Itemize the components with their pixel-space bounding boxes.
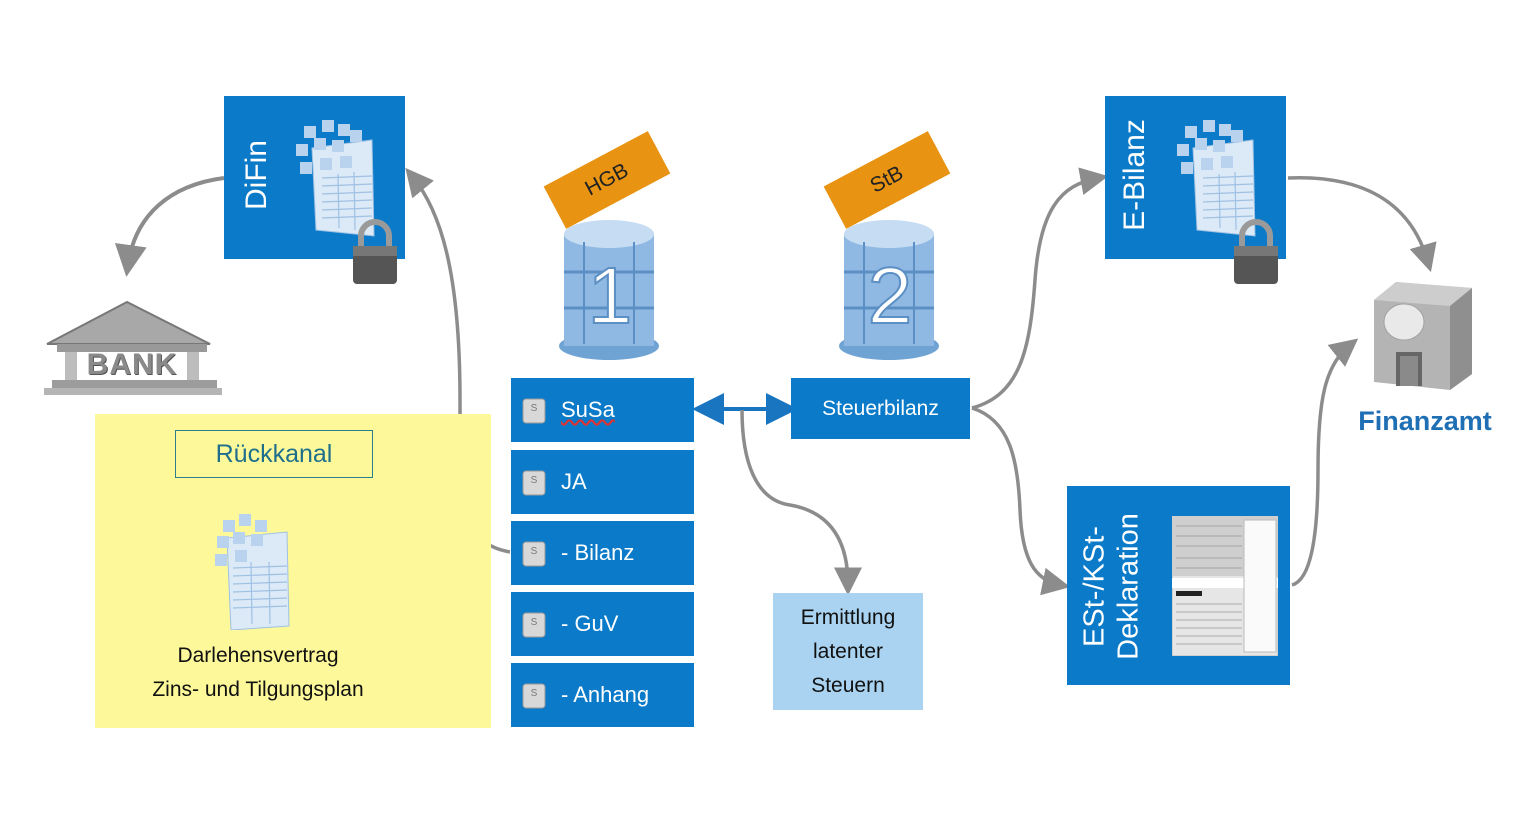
spreadsheet-icon: [296, 120, 375, 237]
svg-text:S: S: [531, 617, 538, 628]
database-icon: [559, 220, 659, 360]
spreadsheet-icon: [1177, 120, 1256, 237]
bank-icon: [44, 300, 224, 395]
hgb-item-susa[interactable]: S SuSa: [511, 378, 694, 442]
finanzamt-label: Finanzamt: [1358, 406, 1492, 436]
arrow-steuerbilanz-to-deklaration: [971, 406, 1071, 596]
latente-line2: latenter: [812, 639, 884, 663]
bank-label: BANK: [86, 348, 178, 381]
latente-line3: Steuern: [811, 673, 885, 697]
tax-office-building-icon: [1374, 282, 1472, 390]
latente-steuern-box[interactable]: Ermittlung latenter Steuern: [773, 593, 923, 710]
difin-label: DiFin: [240, 140, 273, 211]
database-stb: StB 2: [820, 131, 980, 366]
arrow-difin-to-bank: [114, 176, 225, 277]
difin-box[interactable]: DiFin: [224, 96, 405, 284]
s-cube-icon: S: [522, 398, 546, 424]
svg-text:S: S: [531, 475, 538, 486]
hgb-item-label: - GuV: [561, 611, 619, 636]
hgb-tag-label: HGB: [581, 158, 633, 201]
contract-spreadsheet-icon: [215, 514, 290, 630]
database-hgb: HGB 1: [540, 131, 700, 366]
steuerbilanz-label: Steuerbilanz: [822, 396, 939, 420]
s-cube-icon: S: [522, 470, 546, 496]
latente-line1: Ermittlung: [800, 605, 896, 629]
padlock-icon: [353, 219, 397, 284]
finanzamt: Finanzamt: [1350, 278, 1510, 448]
contract-label-line1: Darlehensvertrag: [177, 644, 339, 667]
deklaration-box[interactable]: ESt-/KSt- Deklaration: [1067, 486, 1290, 685]
hgb-item-ja[interactable]: S JA: [511, 450, 694, 514]
hgb-item-label: JA: [561, 469, 587, 494]
contract-label-line2: Zins- und Tilgungsplan: [152, 678, 364, 701]
hgb-item-anhang[interactable]: S - Anhang: [511, 663, 694, 727]
ebilanz-box[interactable]: E-Bilanz: [1105, 96, 1286, 284]
s-cube-icon: S: [522, 541, 546, 567]
ebilanz-label: E-Bilanz: [1118, 119, 1151, 231]
federal-eagle-icon: [1383, 303, 1425, 341]
hgb-item-guv[interactable]: S - GuV: [511, 592, 694, 656]
arrow-steuerbilanz-to-ebilanz: [971, 167, 1109, 410]
arrow-ebilanz-to-finanzamt: [1287, 176, 1437, 273]
hgb-item-label: - Anhang: [561, 682, 650, 707]
hgb-item-label: SuSa: [561, 397, 615, 422]
rueckkanal-title: Rückkanal: [215, 439, 333, 468]
database-number-1: 1: [587, 251, 634, 340]
database-icon: [839, 220, 939, 360]
s-cube-icon: S: [522, 683, 546, 709]
hgb-item-label: - Bilanz: [561, 540, 635, 565]
rueckkanal-title-box: Rückkanal: [175, 430, 373, 478]
arrow-deklaration-to-finanzamt: [1291, 338, 1359, 587]
rueckkanal-area: Rückkanal Darlehensvertrag Zins- und Til…: [95, 414, 491, 728]
svg-text:S: S: [531, 403, 538, 414]
deklaration-line1: ESt-/KSt-: [1078, 526, 1111, 647]
svg-text:S: S: [531, 546, 538, 557]
s-cube-icon: S: [522, 612, 546, 638]
database-number-2: 2: [867, 251, 914, 340]
padlock-icon: [1234, 219, 1278, 284]
steuerbilanz-box[interactable]: Steuerbilanz: [791, 378, 970, 439]
deklaration-line2: Deklaration: [1112, 513, 1145, 660]
bank-building: BANK: [32, 296, 224, 396]
hgb-item-bilanz[interactable]: S - Bilanz: [511, 521, 694, 585]
svg-text:S: S: [531, 688, 538, 699]
stb-tag-label: StB: [866, 161, 908, 198]
tax-form-icon: [1172, 516, 1278, 656]
